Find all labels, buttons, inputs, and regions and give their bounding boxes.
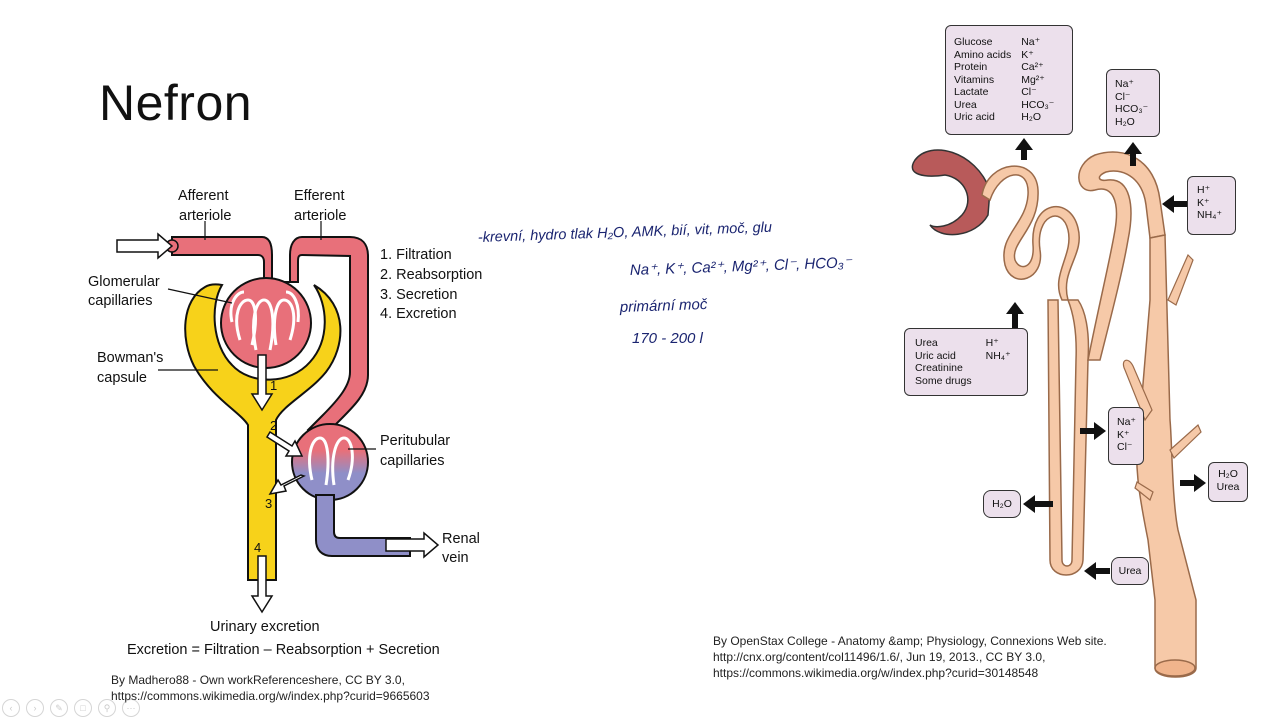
presentation-toolbar: ‹ › ✎ □ ⚲ ⋯	[2, 699, 140, 717]
renal-corpuscle-shape	[911, 149, 991, 236]
loop-ion-box: Na⁺ K⁺ Cl⁻	[1108, 407, 1144, 465]
afferent-label-1: Afferent	[178, 188, 229, 204]
box-item: Urea	[954, 98, 977, 111]
efferent-label-1: Efferent	[294, 188, 345, 204]
box-item: HCO₃⁻	[1115, 103, 1149, 115]
credit-line: By OpenStax College - Anatomy &amp; Phys…	[713, 634, 1107, 648]
credit-line: By Madhero88 - Own workReferenceshere, C…	[111, 673, 405, 687]
box-item: H⁺	[985, 337, 999, 349]
step-excretion: 4. Excretion	[380, 306, 457, 322]
renal-label-1: Renal	[442, 531, 480, 547]
collecting-branch-right	[1167, 253, 1194, 306]
peritubular-loops	[308, 436, 354, 486]
step-secretion: 3. Secretion	[380, 287, 457, 303]
filtrate-reabsorption-box: Glucose Amino acids Protein Vitamins Lac…	[945, 25, 1073, 135]
next-slide-icon[interactable]: ›	[26, 699, 44, 717]
marker-1: 1	[270, 378, 277, 393]
box-item: Amino acids	[954, 48, 1012, 61]
box-item: Urea	[915, 337, 938, 349]
bowman-label-1: Bowman's	[97, 350, 163, 366]
urea-pill: Urea	[1111, 557, 1149, 585]
previous-slide-icon[interactable]: ‹	[2, 699, 20, 717]
marker-4: 4	[254, 540, 261, 555]
slide-title: Nefron	[99, 75, 253, 131]
box-item: Glucose	[954, 36, 993, 48]
more-options-icon[interactable]: ⋯	[122, 699, 140, 717]
credit-line: https://commons.wikimedia.org/w/index.ph…	[713, 666, 1039, 680]
distal-secretion-box: H⁺ K⁺ NH₄⁺	[1187, 176, 1236, 235]
collecting-branch-right-2	[1169, 423, 1202, 459]
box-item: H⁺	[1197, 184, 1211, 196]
box-item: NH₄⁺	[1197, 209, 1222, 221]
collecting-duct-shape	[1135, 234, 1197, 678]
box-item: H₂O	[1115, 115, 1135, 128]
peritubular-label-1: Peritubular	[380, 433, 450, 449]
proximal-tubule-shape	[981, 165, 1080, 301]
step-reabsorption: 2. Reabsorption	[380, 267, 482, 283]
box-item: Na⁺	[1117, 416, 1136, 428]
box-item: Urea	[1216, 480, 1240, 493]
box-item: Mg²⁺	[1021, 73, 1045, 86]
loop-of-henle-shape	[1047, 299, 1090, 576]
marker-3: 3	[265, 496, 272, 511]
marker-2: 2	[270, 418, 277, 433]
box-item: NH₄⁺	[985, 349, 1011, 362]
handwritten-note-2: Na⁺, K⁺, Ca²⁺, Mg²⁺, Cl⁻, HCO₃⁻	[630, 254, 853, 279]
collecting-branch-left-2	[1134, 481, 1154, 501]
box-item: Na⁺	[1115, 78, 1134, 90]
handwritten-note-3: primární moč	[619, 296, 709, 316]
water-reabsorption-pill: H₂O	[983, 490, 1021, 518]
box-item: Protein	[954, 61, 988, 73]
proximal-secretion-box: Urea Uric acid Creatinine Some drugs H⁺ …	[904, 328, 1028, 396]
box-item: K⁺	[1117, 428, 1130, 441]
box-item: Uric acid	[915, 349, 956, 362]
box-item: Ca²⁺	[1021, 61, 1044, 73]
step-filtration: 1. Filtration	[380, 247, 452, 263]
left-image-credit: By Madhero88 - Own workReferenceshere, C…	[111, 672, 430, 704]
box-item: H₂O	[1218, 468, 1238, 480]
box-item: H₂O	[1021, 111, 1042, 123]
glomerular-label-2: capillaries	[88, 293, 152, 309]
efferent-label-2: arteriole	[294, 208, 346, 224]
handwritten-note-1: -krevní, hydro tlak H₂O, AMK, bií, vit, …	[478, 220, 773, 246]
credit-line: https://commons.wikimedia.org/w/index.ph…	[111, 689, 430, 703]
collecting-duct-opening	[1154, 659, 1196, 677]
credit-line: http://cnx.org/content/col11496/1.6/, Ju…	[713, 650, 1046, 664]
bowmans-capsule-shape	[184, 283, 342, 581]
bowman-label-2: capsule	[97, 370, 147, 386]
collecting-reabsorption-box: H₂O Urea	[1208, 462, 1248, 502]
box-item: HCO₃⁻	[1021, 98, 1055, 111]
box-item: Na⁺	[1021, 36, 1041, 48]
box-item: K⁺	[1197, 196, 1210, 209]
afferent-label-2: arteriole	[179, 208, 231, 224]
peritubular-capillaries-shape	[291, 423, 369, 501]
handwritten-note-4: 170 - 200 l	[632, 330, 704, 347]
excretion-equation: Excretion = Filtration – Reabsorption + …	[127, 642, 440, 658]
urinary-excretion-label: Urinary excretion	[210, 619, 320, 635]
right-image-credit: By OpenStax College - Anatomy &amp; Phys…	[713, 633, 1107, 681]
box-item: Cl⁻	[1021, 86, 1037, 98]
leader-lines	[158, 221, 376, 450]
glomerular-label-1: Glomerular	[88, 274, 160, 290]
glomerular-loops	[229, 290, 300, 351]
distal-reabsorption-box: Na⁺ Cl⁻ HCO₃⁻ H₂O	[1106, 69, 1160, 137]
peritubular-label-2: capillaries	[380, 453, 444, 469]
box-item: Uric acid	[954, 111, 995, 123]
box-item: Some drugs	[915, 374, 972, 387]
box-item: Vitamins	[954, 73, 995, 86]
box-item: Cl⁻	[1115, 90, 1131, 103]
pen-icon[interactable]: ✎	[50, 699, 68, 717]
transport-arrows	[1006, 138, 1206, 580]
nephron-tubule-diagram	[911, 149, 1202, 678]
box-item: Creatinine	[915, 362, 963, 374]
box-item: Cl⁻	[1117, 441, 1133, 453]
box-item: K⁺	[1021, 48, 1034, 61]
flow-arrows	[116, 232, 440, 614]
zoom-icon[interactable]: ⚲	[98, 699, 116, 717]
renal-label-2: vein	[442, 550, 469, 566]
slides-icon[interactable]: □	[74, 699, 92, 717]
collecting-branch-left	[1122, 359, 1153, 422]
box-item: Lactate	[954, 86, 989, 98]
